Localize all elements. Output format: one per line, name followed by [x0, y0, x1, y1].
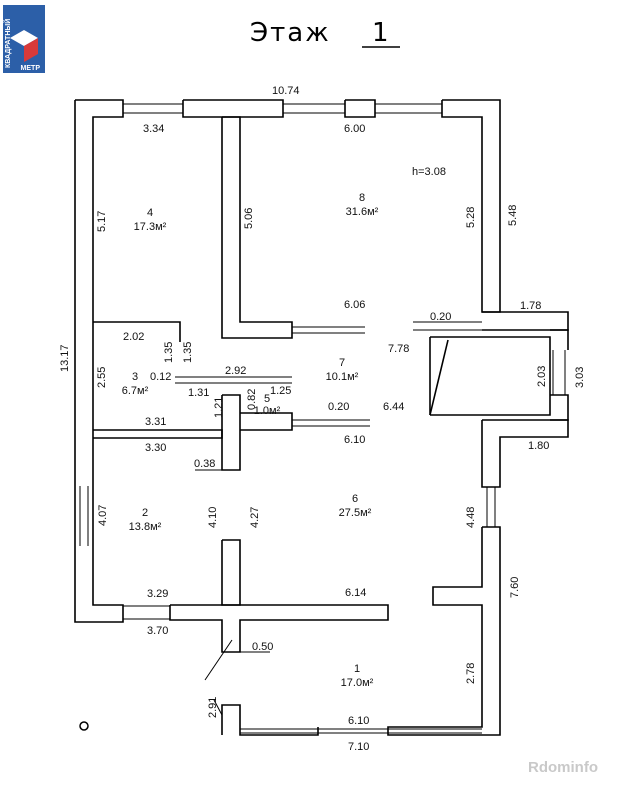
wall-bath-bottom	[240, 412, 293, 431]
room-2-number: 2	[142, 507, 148, 519]
dim-room2-right: 4.10	[207, 507, 219, 528]
ceiling-height: h=3.08	[412, 166, 446, 178]
walls	[74, 99, 569, 736]
dimension-labels: 10.74 3.34 6.00 5.17 5.06 5.28 5.48 6.06…	[59, 85, 586, 753]
wall-room3-bottom	[93, 429, 223, 439]
dim-corridor-width: 2.92	[225, 365, 246, 377]
dim-room2-top: 3.30	[145, 442, 166, 454]
room-2-area: 13.8м²	[129, 521, 162, 533]
wall-bay-bottom	[481, 419, 569, 488]
room-4-number: 4	[147, 207, 153, 219]
room-8-number: 8	[359, 192, 365, 204]
wall-room4-room8	[221, 116, 293, 339]
dim-room1-outer-bottom: 7.10	[348, 741, 369, 753]
dim-wall-020-b: 0.20	[328, 401, 349, 413]
dim-room2-outer-bottom: 3.70	[147, 625, 168, 637]
dim-room1-inner-bottom: 6.10	[348, 715, 369, 727]
dim-bay-top: 1.78	[520, 300, 541, 312]
floor-number: 1	[372, 18, 391, 48]
dim-closet-h2: 1.35	[182, 342, 194, 363]
dim-bay-inner: 2.03	[536, 366, 548, 387]
dim-room4-height: 5.17	[96, 211, 108, 232]
dim-wall-050: 0.50	[252, 641, 273, 653]
wall-room1-top	[169, 604, 389, 653]
dim-room7-lower: 6.44	[383, 401, 404, 413]
wall-closet	[93, 321, 181, 342]
dim-bath-w: 1.25	[270, 385, 291, 397]
wall-bay-inner	[430, 336, 551, 416]
room-3-number: 3	[132, 371, 138, 383]
dim-room3-height: 2.55	[96, 367, 108, 388]
logo-line2: МЕТР	[21, 65, 41, 72]
room-4-area: 17.3м²	[134, 221, 167, 233]
marker-circle	[79, 721, 89, 731]
wall-bay-top	[482, 311, 569, 331]
room-6-number: 6	[352, 493, 358, 505]
wall-top-a	[182, 99, 284, 118]
wall-outer-left	[74, 99, 124, 623]
dim-wall-038: 0.38	[194, 458, 215, 470]
room-1-area: 17.0м²	[341, 677, 374, 689]
wall-outer-bottom-left	[221, 704, 319, 736]
room-6-area: 27.5м²	[339, 507, 372, 519]
room-5-number: 5	[264, 393, 270, 405]
line-291	[213, 699, 223, 716]
dim-room8-left: 5.06	[243, 208, 255, 229]
dim-top-total: 10.74	[272, 85, 300, 97]
dim-room8-right: 5.28	[465, 207, 477, 228]
dim-room6-top: 6.10	[344, 434, 365, 446]
dim-closet-width: 2.02	[123, 331, 144, 343]
dim-outer-right-lower: 7.60	[509, 577, 521, 598]
line-050	[204, 639, 233, 681]
dim-room7-right: 7.78	[388, 343, 409, 355]
dim-room8-bottom: 6.06	[344, 299, 365, 311]
dim-closet-h1: 1.35	[163, 342, 175, 363]
dim-room6-right: 4.48	[465, 507, 477, 528]
room-8-area: 31.6м²	[346, 206, 379, 218]
dim-bay-bottom: 1.80	[528, 440, 549, 452]
room-5-area: 1.0м²	[254, 405, 281, 417]
room-7-area: 10.1м²	[326, 371, 359, 383]
wall-bay-right-b	[550, 394, 569, 421]
wall-outer-right-lower	[387, 526, 501, 736]
thin-lines	[79, 103, 566, 734]
logo-line1: КВАДРАТНЫЙ	[3, 19, 12, 68]
dim-bath-side: 1.21	[213, 397, 225, 418]
dim-room3-thin: 0.12	[150, 371, 171, 383]
wall-bath-left	[221, 394, 241, 471]
dim-room2-left: 4.07	[97, 505, 109, 526]
wall-bay-slant	[429, 339, 449, 416]
room-labels: 4 17.3м² 8 31.6м² 7 10.1м² 3 6.7м² 5 1.0…	[122, 192, 379, 689]
wall-room2-room6	[221, 539, 241, 606]
logo: КВАДРАТНЫЙ МЕТР	[3, 5, 45, 73]
dim-bath-h: 0.82	[246, 389, 258, 410]
watermark: Rdominfo	[528, 759, 598, 776]
dim-bay-outer: 3.03	[574, 367, 586, 388]
room-7-number: 7	[339, 357, 345, 369]
dim-room6-bottom: 6.14	[345, 587, 366, 599]
dim-room3-bottom: 1.31	[188, 387, 209, 399]
dim-room8-width: 6.00	[344, 123, 365, 135]
dim-outer-right-upper: 5.48	[507, 205, 519, 226]
wall-bay-right-a	[550, 329, 569, 350]
dim-wall-020-a: 0.20	[430, 311, 451, 323]
room-1-number: 1	[354, 663, 360, 675]
page-title: Этаж	[250, 18, 331, 48]
logo-cube-icon	[24, 38, 38, 62]
dim-room6-left: 4.27	[249, 507, 261, 528]
wall-top-b	[344, 99, 376, 118]
dim-outer-left: 13.17	[59, 344, 71, 372]
dim-room1-right: 2.78	[465, 663, 477, 684]
room-3-area: 6.7м²	[122, 385, 149, 397]
dim-room1-left: 2.91	[207, 697, 219, 718]
dim-room4-width: 3.34	[143, 123, 164, 135]
wall-top-right	[441, 99, 501, 313]
dim-room2-bottom: 3.29	[147, 588, 168, 600]
dim-room3-width: 3.31	[145, 416, 166, 428]
